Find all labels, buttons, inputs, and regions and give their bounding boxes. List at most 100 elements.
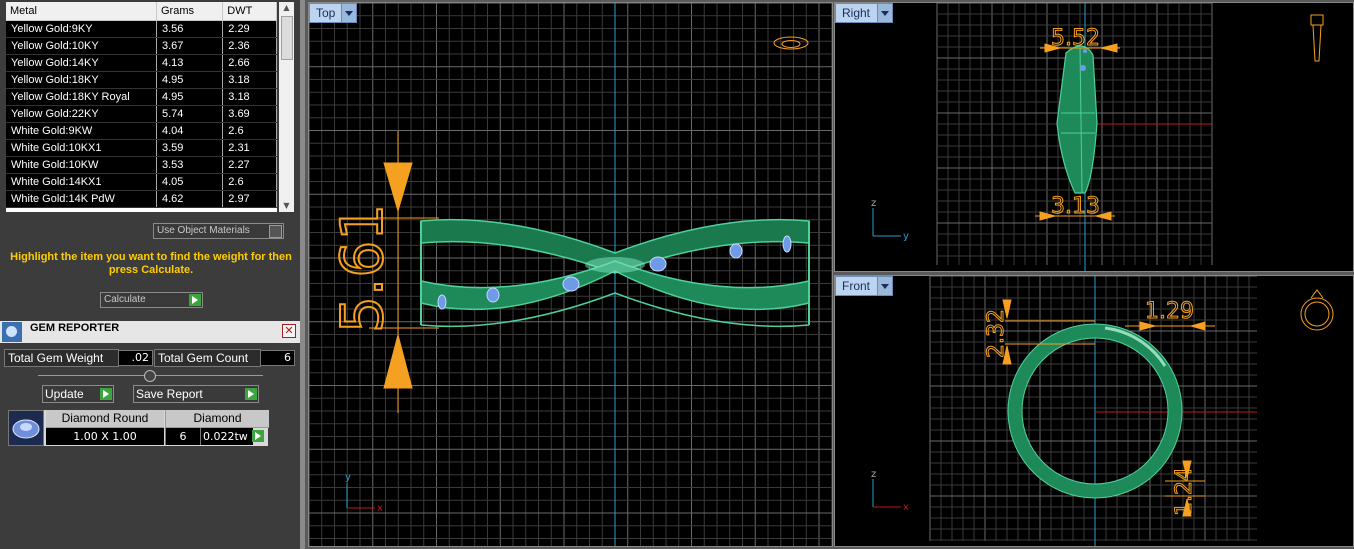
scroll-thumb[interactable] — [281, 16, 293, 60]
metal-name-cell: Yellow Gold:22KY — [6, 105, 157, 123]
gem-list[interactable]: Diamond Round Diamond 1.00 X 1.00 6 0.02… — [8, 410, 269, 446]
viewport-right[interactable]: 5.52 3.13 z y Right — [834, 2, 1354, 272]
play-icon — [100, 388, 112, 400]
calculate-button[interactable]: Calculate — [100, 292, 203, 308]
metal-name-cell: Yellow Gold:18KY — [6, 71, 157, 89]
viewport-label-front-text: Front — [842, 279, 871, 293]
metal-name-cell: White Gold:10KW — [6, 156, 157, 174]
dimension-marker-front — [1002, 299, 1215, 517]
right-view-cube-icon — [1310, 14, 1324, 62]
chevron-down-icon[interactable] — [877, 4, 892, 22]
ring-top-view — [420, 218, 810, 328]
column-header-dwt[interactable]: DWT — [222, 2, 277, 21]
svg-text:y: y — [345, 472, 351, 483]
use-object-materials-button[interactable]: Use Object Materials — [153, 223, 284, 239]
viewport-front[interactable]: 2.32 1.29 1.24 z x Front — [834, 275, 1354, 547]
right-view-canvas[interactable]: 5.52 3.13 z y — [835, 3, 1353, 271]
dwt-cell: 3.18 — [222, 88, 277, 106]
grams-cell: 4.62 — [156, 190, 224, 208]
close-icon[interactable]: ✕ — [282, 324, 296, 338]
svg-text:z: z — [871, 198, 876, 209]
grams-cell: 4.95 — [156, 71, 224, 89]
dwt-cell: 2.6 — [222, 173, 277, 191]
metal-name-cell: White Gold:14K PdW — [6, 190, 157, 208]
viewport-label-top[interactable]: Top — [309, 3, 357, 23]
panel-divider[interactable] — [300, 0, 305, 549]
dimension-marker-height — [369, 131, 439, 413]
svg-text:x: x — [903, 502, 909, 513]
dwt-cell: 2.97 — [222, 190, 277, 208]
calculate-label: Calculate — [104, 294, 146, 305]
dwt-cell: 3.69 — [222, 105, 277, 123]
column-header-metal[interactable]: Metal — [6, 2, 157, 21]
gem-reporter-header: GEM REPORTER ✕ — [0, 321, 300, 343]
viewport-label-right[interactable]: Right — [835, 3, 893, 23]
viewport-top[interactable]: 5.61 y x Top — [308, 2, 833, 547]
metal-table-scrollbar[interactable]: ▲ ▼ — [279, 2, 294, 212]
metal-name-cell: White Gold:14KX1 — [6, 173, 157, 191]
play-icon[interactable] — [252, 430, 264, 442]
total-gem-weight-label: Total Gem Weight — [4, 349, 119, 367]
right-dimension-bottom-label: 3.13 — [1051, 194, 1100, 219]
front-dimension-a-label: 2.32 — [984, 309, 1009, 358]
total-gem-count-value: 6 — [260, 350, 295, 366]
front-view-cube-icon — [1300, 289, 1334, 331]
gem-header-type: Diamond — [165, 410, 269, 428]
grams-cell: 5.74 — [156, 105, 224, 123]
splitter-handle[interactable] — [144, 370, 156, 382]
play-icon — [189, 294, 201, 306]
chevron-down-icon[interactable] — [877, 277, 892, 295]
scroll-up-icon[interactable]: ▲ — [283, 3, 290, 12]
dwt-cell: 3.18 — [222, 71, 277, 89]
axis-indicator: y x — [345, 472, 383, 514]
metal-name-cell: Yellow Gold:14KY — [6, 54, 157, 72]
dwt-cell: 2.66 — [222, 54, 277, 72]
update-button[interactable]: Update — [42, 385, 114, 403]
gem-header-shape: Diamond Round — [46, 410, 164, 428]
metal-name-cell: White Gold:10KX1 — [6, 139, 157, 157]
toggle-icon — [269, 225, 282, 238]
viewport-label-front[interactable]: Front — [835, 276, 893, 296]
total-gem-count-label: Total Gem Count — [154, 349, 261, 367]
dwt-cell: 2.6 — [222, 122, 277, 140]
svg-text:z: z — [871, 469, 876, 480]
right-dimension-top-label: 5.52 — [1051, 26, 1100, 51]
gem-size: 1.00 X 1.00 — [46, 428, 164, 445]
dwt-cell: 2.27 — [222, 156, 277, 174]
diamond-thumbnail — [8, 410, 44, 446]
axis-indicator: z y — [871, 198, 909, 242]
viewport-label-right-text: Right — [842, 6, 871, 20]
column-header-grams[interactable]: Grams — [156, 2, 224, 21]
dimension-marker-right — [1035, 43, 1120, 221]
front-view-canvas[interactable]: 2.32 1.29 1.24 z x — [835, 276, 1353, 546]
metal-name-cell: Yellow Gold:18KY Royal — [6, 88, 157, 106]
axis-indicator: z x — [871, 469, 909, 513]
scroll-down-icon[interactable]: ▼ — [283, 201, 290, 210]
top-view-canvas[interactable]: 5.61 y x — [309, 3, 832, 546]
metal-name-cell: Yellow Gold:10KY — [6, 37, 157, 55]
save-report-button[interactable]: Save Report — [133, 385, 259, 403]
metal-name-cell: Yellow Gold:9KY — [6, 20, 157, 38]
metal-name-cell: White Gold:9KW — [6, 122, 157, 140]
grams-cell: 4.95 — [156, 88, 224, 106]
grams-cell: 4.05 — [156, 173, 224, 191]
svg-text:y: y — [903, 231, 909, 242]
save-report-label: Save Report — [136, 387, 203, 401]
front-dimension-c-label: 1.24 — [1172, 467, 1197, 516]
update-label: Update — [45, 387, 84, 401]
grams-cell: 3.56 — [156, 20, 224, 38]
svg-text:x: x — [377, 503, 383, 514]
chevron-down-icon[interactable] — [341, 4, 356, 22]
